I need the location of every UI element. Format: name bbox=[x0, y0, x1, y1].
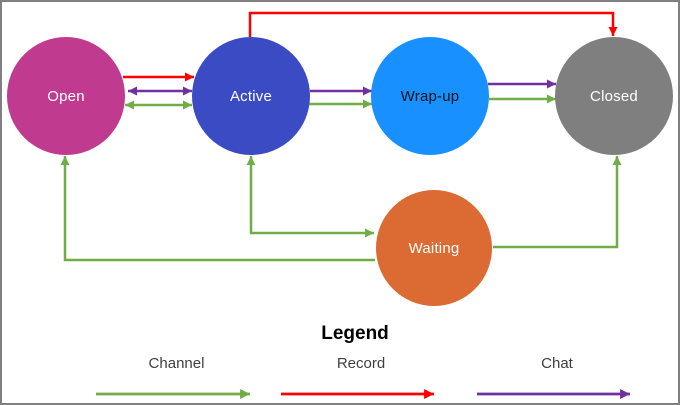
edge-active-closed-record bbox=[248, 11, 618, 37]
state-node-open: Open bbox=[7, 37, 125, 155]
chat-arrow-icon bbox=[477, 389, 630, 399]
state-node-open-label: Open bbox=[47, 87, 85, 105]
state-node-active-label: Active bbox=[229, 87, 273, 105]
state-node-wrap-up-label: Wrap-up bbox=[400, 87, 460, 105]
legend-item-record-label: Record bbox=[336, 355, 386, 372]
edge-active-waiting-channel bbox=[246, 156, 374, 238]
legend-item-chat: Chat bbox=[476, 355, 638, 400]
legend-item-chat-label: Chat bbox=[541, 355, 573, 372]
state-node-active: Active bbox=[192, 37, 310, 155]
edge-waiting-open-channel bbox=[60, 156, 375, 262]
record-arrow-icon bbox=[281, 389, 434, 399]
state-node-waiting: Waiting bbox=[376, 190, 492, 306]
state-node-wrap-up: Wrap-up bbox=[371, 37, 489, 155]
state-node-waiting-label: Waiting bbox=[408, 239, 460, 257]
legend-item-channel: Channel bbox=[95, 355, 258, 400]
legend-item-channel-label: Channel bbox=[148, 355, 205, 372]
state-node-closed: Closed bbox=[555, 37, 673, 155]
legend-title: Legend bbox=[321, 323, 389, 344]
edge-waiting-closed-channel bbox=[493, 156, 622, 249]
legend-item-record: Record bbox=[280, 355, 442, 400]
state-node-closed-label: Closed bbox=[590, 87, 638, 105]
channel-arrow-icon bbox=[96, 389, 250, 399]
